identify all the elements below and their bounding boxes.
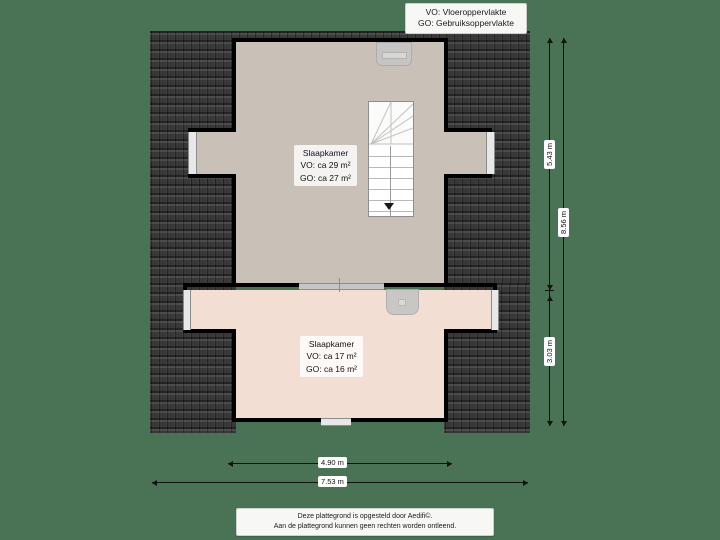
wall-lower-left-return xyxy=(183,329,236,333)
dim-tick-543-bottom xyxy=(545,290,554,291)
door-leaf-middle xyxy=(339,278,340,292)
room-label-upper-bedroom: Slaapkamer VO: ca 29 m² GO: ca 27 m² xyxy=(294,145,358,186)
dim-arrow-303-bottom xyxy=(547,421,553,426)
roof-area-top xyxy=(150,31,530,41)
footer-line-rights: Aan de plattegrond kunnen geen rechten w… xyxy=(273,523,457,531)
window-lower-right xyxy=(491,290,499,330)
fixture-lower-basin-bowl xyxy=(398,299,406,306)
dim-label-303: 3.03 m xyxy=(544,337,555,366)
window-lower-bottom xyxy=(321,418,351,426)
room-vo: VO: ca 29 m² xyxy=(300,160,351,171)
wall-lower-bottom-right xyxy=(350,418,448,422)
wall-lower-bottom-left xyxy=(232,418,322,422)
staircase xyxy=(368,101,414,217)
wall-dormer-right-top xyxy=(444,128,492,132)
dim-arrow-856-bottom xyxy=(561,421,567,426)
dim-arrow-490-left xyxy=(228,461,233,467)
stair-winder-lines xyxy=(369,102,413,145)
window-dormer-right xyxy=(486,132,495,174)
dim-label-856: 8.56 m xyxy=(558,208,569,237)
wall-lower-right-lower xyxy=(444,329,448,421)
wall-dormer-left-bottom xyxy=(188,174,236,178)
wall-upper-left-a xyxy=(232,38,236,132)
lower-room-right-extension xyxy=(444,290,494,332)
footer-disclaimer: Deze plattegrond is opgesteld door Aedif… xyxy=(236,508,494,537)
wall-middle-left xyxy=(186,283,300,287)
wall-upper-top xyxy=(235,38,445,42)
dim-arrow-303-top xyxy=(547,296,553,301)
room-go: GO: ca 16 m² xyxy=(306,363,358,374)
stair-handrail xyxy=(390,146,391,216)
fixture-lower-basin xyxy=(386,289,419,315)
wall-dormer-right-bottom xyxy=(444,174,492,178)
fixture-upper-basin xyxy=(382,52,407,59)
dim-label-490: 4.90 m xyxy=(318,457,347,468)
wall-lower-right-return xyxy=(444,329,497,333)
dim-arrow-753-right xyxy=(523,480,528,486)
dim-line-inner-vertical xyxy=(549,38,550,426)
room-name: Slaapkamer xyxy=(302,148,349,158)
fixture-upper-top-wall xyxy=(376,42,412,66)
room-name: Slaapkamer xyxy=(308,339,355,349)
legend-line-vo: VO: Vloeroppervlakte xyxy=(425,7,507,17)
room-label-lower-bedroom: Slaapkamer VO: ca 17 m² GO: ca 16 m² xyxy=(300,336,364,377)
legend-line-go: GO: Gebruiksoppervlakte xyxy=(418,18,514,29)
dim-arrow-753-left xyxy=(152,480,157,486)
wall-lower-left-lower xyxy=(232,329,236,421)
dim-arrow-856-top xyxy=(561,38,567,43)
wall-lower-right-top xyxy=(493,283,497,289)
dormer-recess-right-floor xyxy=(445,130,489,178)
dormer-recess-left-floor xyxy=(191,130,235,178)
footer-line-author: Deze plattegrond is opgesteld door Aedif… xyxy=(297,513,433,520)
room-vo: VO: ca 17 m² xyxy=(306,351,357,362)
wall-upper-right-a xyxy=(444,38,448,132)
window-lower-left xyxy=(183,290,191,330)
lower-room-left-extension xyxy=(186,290,236,332)
wall-upper-right-b xyxy=(444,176,448,286)
wall-dormer-left-top xyxy=(188,128,236,132)
dim-label-753: 7.53 m xyxy=(318,476,347,487)
dim-arrow-490-right xyxy=(447,461,452,467)
stair-direction-arrow xyxy=(384,203,394,210)
dim-label-543: 5.43 m xyxy=(544,140,555,169)
wall-lower-left-top xyxy=(183,283,187,289)
room-go: GO: ca 27 m² xyxy=(300,172,352,183)
wall-middle-right xyxy=(383,283,494,287)
window-dormer-left xyxy=(188,132,197,174)
wall-upper-left-b xyxy=(232,176,236,286)
dim-arrow-543-top xyxy=(547,38,553,43)
door-opening-middle-wall xyxy=(299,283,384,290)
legend-box: VO: Vloeroppervlakte GO: Gebruiksoppervl… xyxy=(405,3,527,34)
dim-arrow-543-bottom xyxy=(547,285,553,290)
